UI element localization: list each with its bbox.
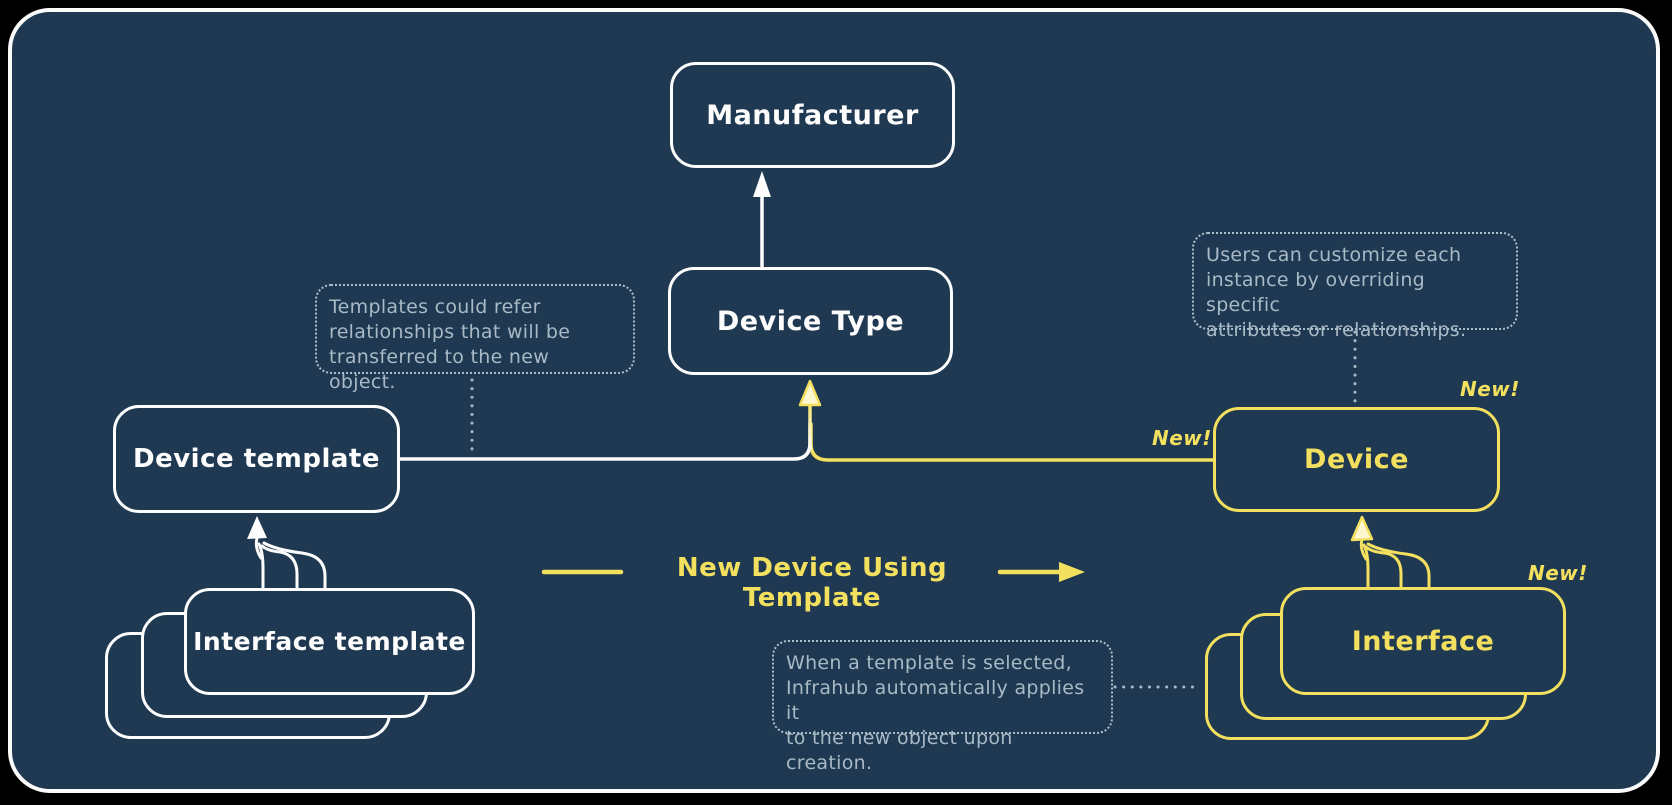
node-interface: Interface (1280, 587, 1566, 695)
badge-new-interface: New! (1528, 561, 1588, 585)
annotation-line: instance by overriding specific (1206, 269, 1426, 316)
annotation-templates-note: Templates could refer relationships that… (315, 284, 635, 393)
node-device: Device (1213, 407, 1500, 512)
annotation-line: relationships that will be (329, 321, 571, 343)
badge-new-device-left: New! (1152, 426, 1212, 450)
node-interface-template: Interface template (184, 588, 475, 695)
node-device-label: Device (1304, 444, 1409, 475)
node-interface-label: Interface (1351, 625, 1495, 657)
node-device-template-label: Device template (133, 444, 380, 474)
annotation-line: transferred to the new object. (329, 346, 550, 393)
annotation-line: Users can customize each (1206, 244, 1462, 266)
badge-new-device-top: New! (1460, 377, 1520, 401)
annotation-line: Templates could refer (329, 296, 541, 318)
annotation-customize-note: Users can customize each instance by ove… (1192, 232, 1518, 341)
node-device-type-label: Device Type (716, 305, 905, 337)
node-device-type: Device Type (668, 267, 953, 375)
flow-label: New Device Using Template (676, 553, 948, 613)
annotation-line: attributes or relationships. (1206, 319, 1467, 341)
node-interface-template-label: Interface template (193, 627, 466, 656)
annotation-line: to the new object upon creation. (786, 727, 1013, 774)
node-manufacturer-label: Manufacturer (706, 99, 919, 131)
annotation-apply-note: When a template is selected, Infrahub au… (772, 640, 1113, 774)
annotation-line: Infrahub automatically applies it (786, 677, 1085, 724)
node-device-template: Device template (113, 405, 400, 513)
node-manufacturer: Manufacturer (670, 62, 955, 168)
annotation-line: When a template is selected, (786, 652, 1072, 674)
